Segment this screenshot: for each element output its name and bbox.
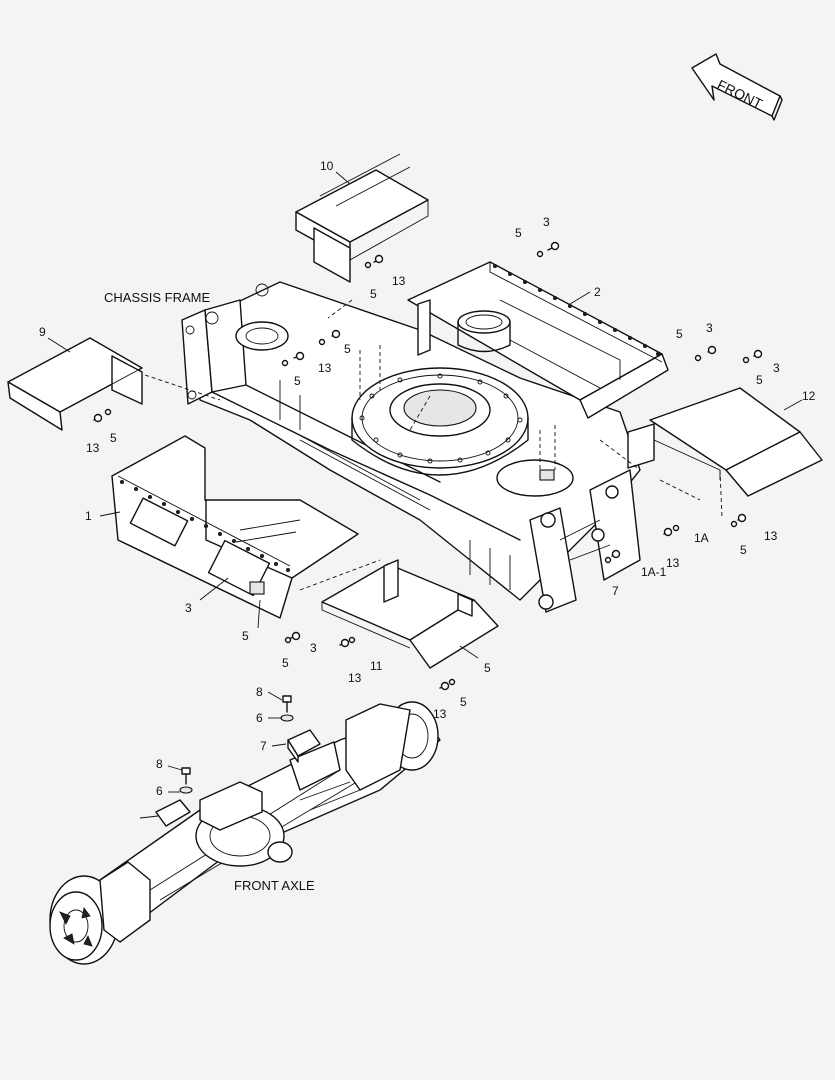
callout-label: 13	[348, 671, 362, 685]
callout-label: 1	[85, 509, 92, 523]
callout-label: 11	[370, 659, 383, 673]
cover-11	[321, 559, 499, 669]
callout-label: 5	[242, 629, 249, 643]
callout-label: 6	[256, 711, 263, 725]
hardware	[93, 241, 763, 794]
callout-label: 13	[764, 529, 778, 543]
callout-label: 5	[344, 342, 351, 356]
callout-label: 7	[260, 739, 267, 753]
leader-lines	[47, 171, 803, 819]
callout-label: 5	[370, 287, 377, 301]
callout-label: 3	[310, 641, 317, 655]
callout-label: 5	[740, 543, 747, 557]
caption-front-axle: FRONT AXLE	[234, 878, 315, 893]
caption-chassis-frame: CHASSIS FRAME	[104, 290, 211, 305]
callout-label: 5	[756, 373, 763, 387]
callout-label: 8	[156, 757, 163, 771]
callout-label: 9	[39, 325, 46, 339]
stopper-6-lower	[155, 799, 191, 827]
guard-2-bolt-row	[492, 263, 661, 356]
callout-label: 13	[666, 556, 680, 570]
guard-1	[111, 435, 359, 619]
callout-label: 5	[460, 695, 467, 709]
callout-label: 12	[802, 389, 816, 403]
callout-label: 13	[392, 274, 406, 288]
front-arrow-icon	[691, 53, 783, 121]
cover-9	[7, 337, 143, 431]
cover-12	[627, 387, 823, 497]
callout-label: 3	[773, 361, 780, 375]
callout-label: 7	[612, 584, 619, 598]
guard-2	[407, 261, 669, 419]
front-axle	[49, 701, 441, 965]
callout-label: 5	[294, 374, 301, 388]
callout-label: 6	[156, 784, 163, 798]
callout-label: 5	[282, 656, 289, 670]
callout-label: 13	[433, 707, 447, 721]
callout-label: 3	[706, 321, 713, 335]
callout-label: 5	[484, 661, 491, 675]
callout-label: 10	[320, 159, 334, 173]
callout-label: 3	[543, 215, 550, 229]
callout-label: 5	[676, 327, 683, 341]
callout-label: 1A-1	[641, 565, 667, 579]
callout-label: 5	[515, 226, 522, 240]
callout-label: 5	[110, 431, 117, 445]
callout-label: 13	[318, 361, 332, 375]
callout-label: 1A	[694, 531, 709, 545]
guard-1-bolt-row	[120, 479, 290, 573]
stopper-6-upper	[287, 729, 321, 763]
callout-label: 2	[594, 285, 601, 299]
chassis-frame	[181, 281, 641, 613]
callout-label: 8	[256, 685, 263, 699]
callout-labels: 10 5 3 13 5 2 5 3 3 5 9 5 13 13 5 12 1 5…	[39, 159, 816, 798]
callout-label: 3	[185, 601, 192, 615]
top-cover-10	[295, 153, 429, 283]
callout-label: 13	[86, 441, 100, 455]
ring-bolt-holes	[359, 373, 523, 464]
